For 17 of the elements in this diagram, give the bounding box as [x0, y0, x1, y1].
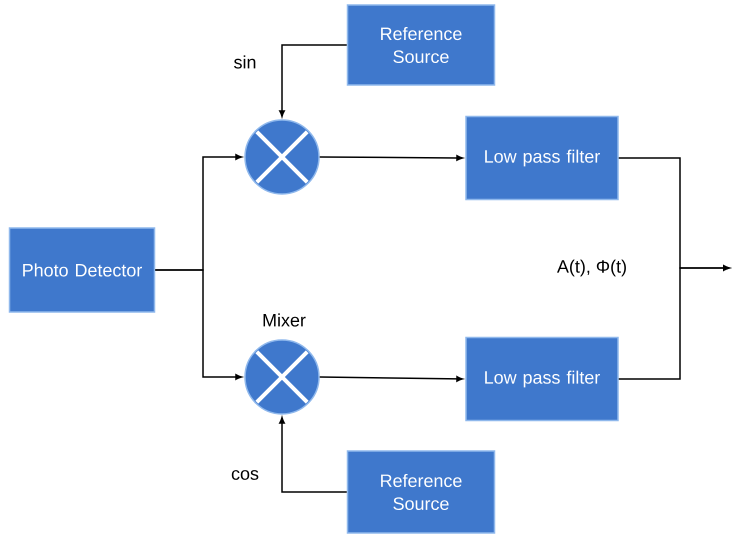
- node-caption: Mixer: [264, 313, 306, 327]
- arrow: [320, 376, 464, 382]
- process-box: Low pass filter: [465, 116, 619, 200]
- process-box: Reference Source: [346, 450, 496, 534]
- process-box: Photo Detector: [8, 227, 156, 313]
- arrow: [155, 269, 242, 380]
- process-box: Low pass filter: [465, 336, 619, 422]
- mixer-symbol: [244, 339, 320, 415]
- arrow: [618, 265, 730, 380]
- edge-label: sin: [232, 54, 258, 70]
- mixer-symbol: [244, 119, 320, 195]
- arrow: [320, 155, 464, 161]
- signal-label: A(t), Φ(t): [557, 260, 626, 276]
- process-box: Reference Source: [346, 4, 496, 86]
- edge-label: cos: [230, 469, 260, 481]
- arrow: [279, 44, 347, 117]
- arrow: [279, 416, 347, 493]
